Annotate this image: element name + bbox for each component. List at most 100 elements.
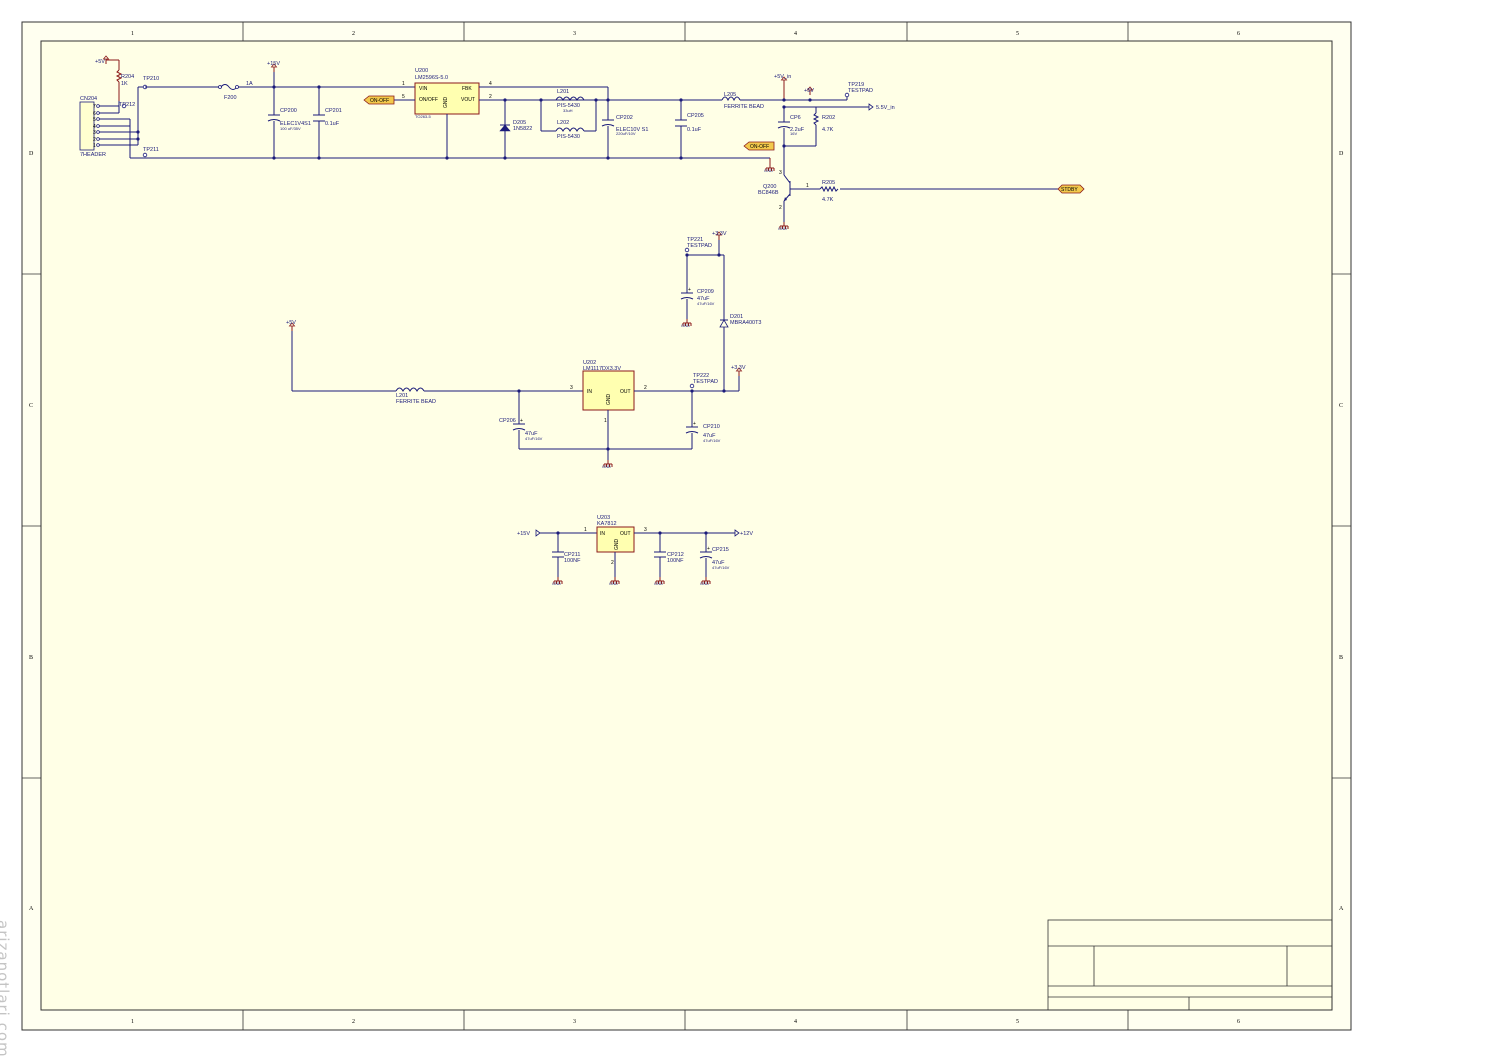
- cn204-pin-2: 2: [93, 137, 96, 143]
- col-label-top-4: 4: [794, 31, 797, 37]
- u203-ref: U203: [597, 515, 610, 521]
- p5v-source: +5V: [286, 320, 396, 392]
- u203-gnd-pin: GND: [614, 539, 620, 551]
- q200-value: BC846B: [758, 190, 779, 196]
- gnd-label-top-2: GND: [778, 226, 787, 231]
- cp210-ref: CP210: [703, 424, 720, 430]
- ldo-3v3-section: +5V L201 FERRITE BEAD + CP206 47uF 47uF/…: [286, 231, 762, 469]
- cn204-header: CN204 7HEADER 7 6 5 4 3 2 1: [79, 86, 770, 159]
- mid-l201-ferrite: L201 FERRITE BEAD: [395, 387, 583, 405]
- gnd-label-low-2: GND: [609, 581, 618, 586]
- u200-pin2: 2: [489, 94, 492, 100]
- cp215-ref: CP215: [712, 547, 729, 553]
- cp206-value: 47uF: [525, 431, 538, 437]
- cp211-value: 100NF: [564, 558, 581, 564]
- u200-pin5: 5: [402, 94, 405, 100]
- q200-ref: Q200: [763, 184, 776, 190]
- buck-converter-section: +5V R204 1K CN204 7HEADER 7 6 5 4 3 2 1: [79, 55, 1085, 231]
- gnd-low-3: GND: [654, 576, 665, 586]
- col-label-top-5: 5: [1016, 31, 1019, 37]
- row-label-right-a: A: [1339, 906, 1344, 912]
- gnd-top-1: GND: [764, 158, 775, 173]
- u202-ref: U202: [583, 360, 596, 366]
- u200-pin1: 1: [402, 81, 405, 87]
- on-off-port-2-label: ON-OFF: [750, 144, 769, 150]
- cp209-capacitor: + CP209 47uF 47uF/16V: [680, 255, 715, 319]
- tp222-value: TESTPAD: [693, 379, 718, 385]
- on-off-port-1: ON-OFF: [363, 95, 395, 105]
- net-label-p5v-mid: +5V: [286, 320, 296, 326]
- grid-column-labels: 1 2 3 4 5 6 1 2 3 4 5 6: [131, 31, 1240, 1025]
- u203-pin2: 2: [611, 560, 614, 566]
- tp221: TP221 TESTPAD: [684, 237, 712, 253]
- cn204-pin-1: 1: [93, 143, 96, 149]
- f200-ref: F200: [224, 95, 237, 101]
- r202-value: 4.7K: [822, 127, 834, 133]
- gnd-low-1: GND: [552, 576, 563, 586]
- grid-row-labels: D C B A D C B A: [29, 151, 1344, 912]
- net-label-p5v-top: +5V: [804, 88, 814, 94]
- net-label-p12v: +12V: [740, 531, 753, 537]
- sheet-border: [21, 21, 1352, 1031]
- u203-pin3: 3: [644, 527, 647, 533]
- d205-ref: D205: [513, 120, 526, 126]
- p5v-in-symbol: +5V_in: [774, 74, 791, 100]
- net-label-p5v-in: +5V_in: [774, 74, 791, 80]
- net-label-5v5-in: 5.5V_in: [876, 105, 895, 111]
- cn204-pin-6: 6: [93, 111, 96, 117]
- gnd-low-4: GND: [700, 576, 711, 586]
- cp205-value: 0.1uF: [687, 127, 702, 133]
- r204-ref: R204: [121, 74, 134, 80]
- r205-resistor: R205 4.7K 1: [806, 180, 1058, 203]
- net-label-p3v3-out: +3.3V: [731, 365, 746, 371]
- tp211-ref: TP211: [143, 147, 159, 153]
- cp201-capacitor: CP201 0.1uF: [313, 108, 342, 127]
- f200-fuse: F200 1A: [218, 81, 253, 101]
- col-label-top-6: 6: [1237, 31, 1240, 37]
- l205-ferrite-bead: L205 FERRITE BEAD: [721, 92, 810, 110]
- cp212-value: 100NF: [667, 558, 684, 564]
- gnd-low-2: GND: [609, 576, 620, 586]
- cn204-pin-4: 4: [93, 124, 96, 130]
- cp209-ref: CP209: [697, 289, 714, 295]
- cp212-ref: CP212: [667, 552, 684, 558]
- p5v-symbol: +5V: [804, 86, 814, 96]
- gnd-label-low-4: GND: [700, 581, 709, 586]
- mid-l201-ref: L201: [396, 393, 408, 399]
- l201-ref: L201: [557, 89, 569, 95]
- row-label-right-c: C: [1339, 403, 1343, 409]
- cp215-value: 47uF: [712, 560, 725, 566]
- cp201-ref: CP201: [325, 108, 342, 114]
- r202-ref: R202: [822, 115, 835, 121]
- cp206-ref: CP206: [499, 418, 516, 424]
- cp211-capacitor: CP211 100NF: [552, 533, 581, 577]
- gnd-label-mid-2: GND: [602, 464, 611, 469]
- u200-regulator: U200 LM2596S-5.0 VIN FBK ON/OFF VOUT GND…: [394, 68, 722, 158]
- f200-value: 1A: [246, 81, 253, 87]
- d205-diode: D205 1N5822: [499, 100, 532, 158]
- cp215-rating: 47uF/16V: [712, 565, 730, 570]
- tp219-value: TESTPAD: [848, 88, 873, 94]
- gnd-top-2: GND: [778, 221, 789, 231]
- u200-ref: U200: [415, 68, 428, 74]
- stdby-port-label: STDBY: [1061, 187, 1078, 193]
- cn204-pin-5: 5: [93, 117, 96, 123]
- u202-in-pin: IN: [587, 389, 592, 395]
- cp202-ref: CP202: [616, 115, 633, 121]
- cp205-ref: CP205: [687, 113, 704, 119]
- r205-ref: R205: [822, 180, 835, 186]
- cp6-rating: 16V: [790, 131, 797, 136]
- tp221-ref: TP221: [687, 237, 703, 243]
- u203-pin1: 1: [584, 527, 587, 533]
- u203-out-pin: OUT: [620, 531, 631, 537]
- col-label-bottom-6: 6: [1237, 1019, 1240, 1025]
- cn204-pin-7: 7: [93, 104, 96, 110]
- cp210-capacitor: + CP210 47uF 47uF/16V: [685, 391, 721, 449]
- cp206-capacitor: + CP206 47uF 47uF/16V: [499, 391, 543, 449]
- r204-value: 1K: [121, 81, 128, 87]
- svg-text:+: +: [688, 287, 691, 293]
- u202-gnd-pin: GND: [606, 394, 612, 406]
- r205-pin1: 1: [806, 183, 809, 189]
- tp222-ref: TP222: [693, 373, 709, 379]
